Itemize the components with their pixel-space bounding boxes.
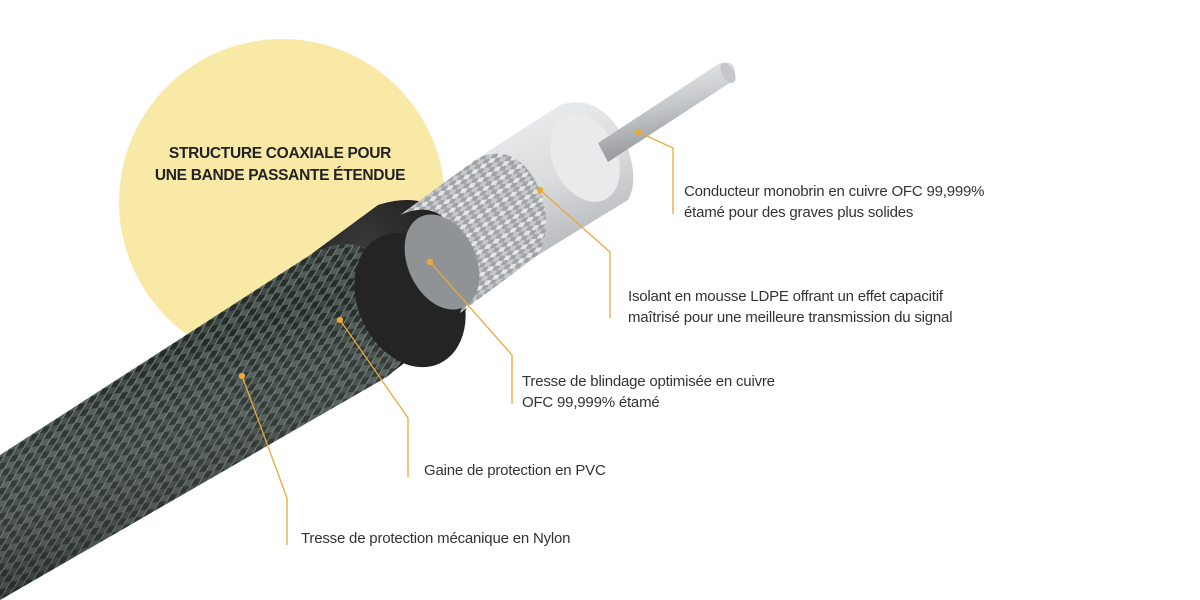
leader-pvc bbox=[339, 319, 409, 477]
conductor-tip bbox=[720, 63, 736, 83]
dot-insulation bbox=[536, 186, 544, 194]
label-insulation: Isolant en mousse LDPE offrant un effet … bbox=[628, 286, 953, 328]
leader-lines bbox=[241, 131, 674, 545]
dot-pvc bbox=[336, 316, 344, 324]
label-conductor: Conducteur monobrin en cuivre OFC 99,999… bbox=[684, 181, 984, 223]
title-line-1: STRUCTURE COAXIALE POUR bbox=[168, 145, 392, 162]
label-shield-line-1: Tresse de blindage optimisée en cuivre bbox=[522, 373, 775, 390]
diagram-title: STRUCTURE COAXIALE POUR UNE BANDE PASSAN… bbox=[135, 143, 425, 187]
cable bbox=[0, 62, 736, 600]
leader-nylon bbox=[241, 375, 288, 545]
dot-nylon bbox=[238, 372, 246, 380]
leader-shield bbox=[429, 261, 513, 404]
leader-conductor bbox=[637, 131, 674, 214]
leader-insulation bbox=[539, 189, 611, 318]
title-line-2: UNE BANDE PASSANTE ÉTENDUE bbox=[154, 167, 406, 184]
insulation-face bbox=[550, 114, 620, 202]
dot-shield bbox=[426, 258, 434, 266]
label-pvc-line-1: Gaine de protection en PVC bbox=[424, 462, 606, 479]
dot-conductor bbox=[634, 128, 642, 136]
leader-dots bbox=[238, 128, 642, 380]
label-insulation-line-1: Isolant en mousse LDPE offrant un effet … bbox=[628, 288, 943, 305]
label-insulation-line-2: maîtrisé pour une meilleure transmission… bbox=[628, 309, 953, 326]
shield-braid bbox=[400, 153, 547, 313]
label-nylon-line-1: Tresse de protection mécanique en Nylon bbox=[301, 530, 571, 547]
nylon-braid-shading bbox=[0, 244, 410, 600]
label-pvc: Gaine de protection en PVC bbox=[424, 460, 606, 481]
center-conductor bbox=[598, 62, 736, 162]
label-conductor-line-1: Conducteur monobrin en cuivre OFC 99,999… bbox=[684, 183, 985, 200]
label-conductor-line-2: étamé pour des graves plus solides bbox=[684, 204, 914, 221]
label-shield: Tresse de blindage optimisée en cuivre O… bbox=[522, 371, 775, 413]
shield-braid-face bbox=[404, 214, 480, 310]
label-nylon: Tresse de protection mécanique en Nylon bbox=[301, 528, 571, 549]
label-shield-line-2: OFC 99,999% étamé bbox=[522, 394, 660, 411]
